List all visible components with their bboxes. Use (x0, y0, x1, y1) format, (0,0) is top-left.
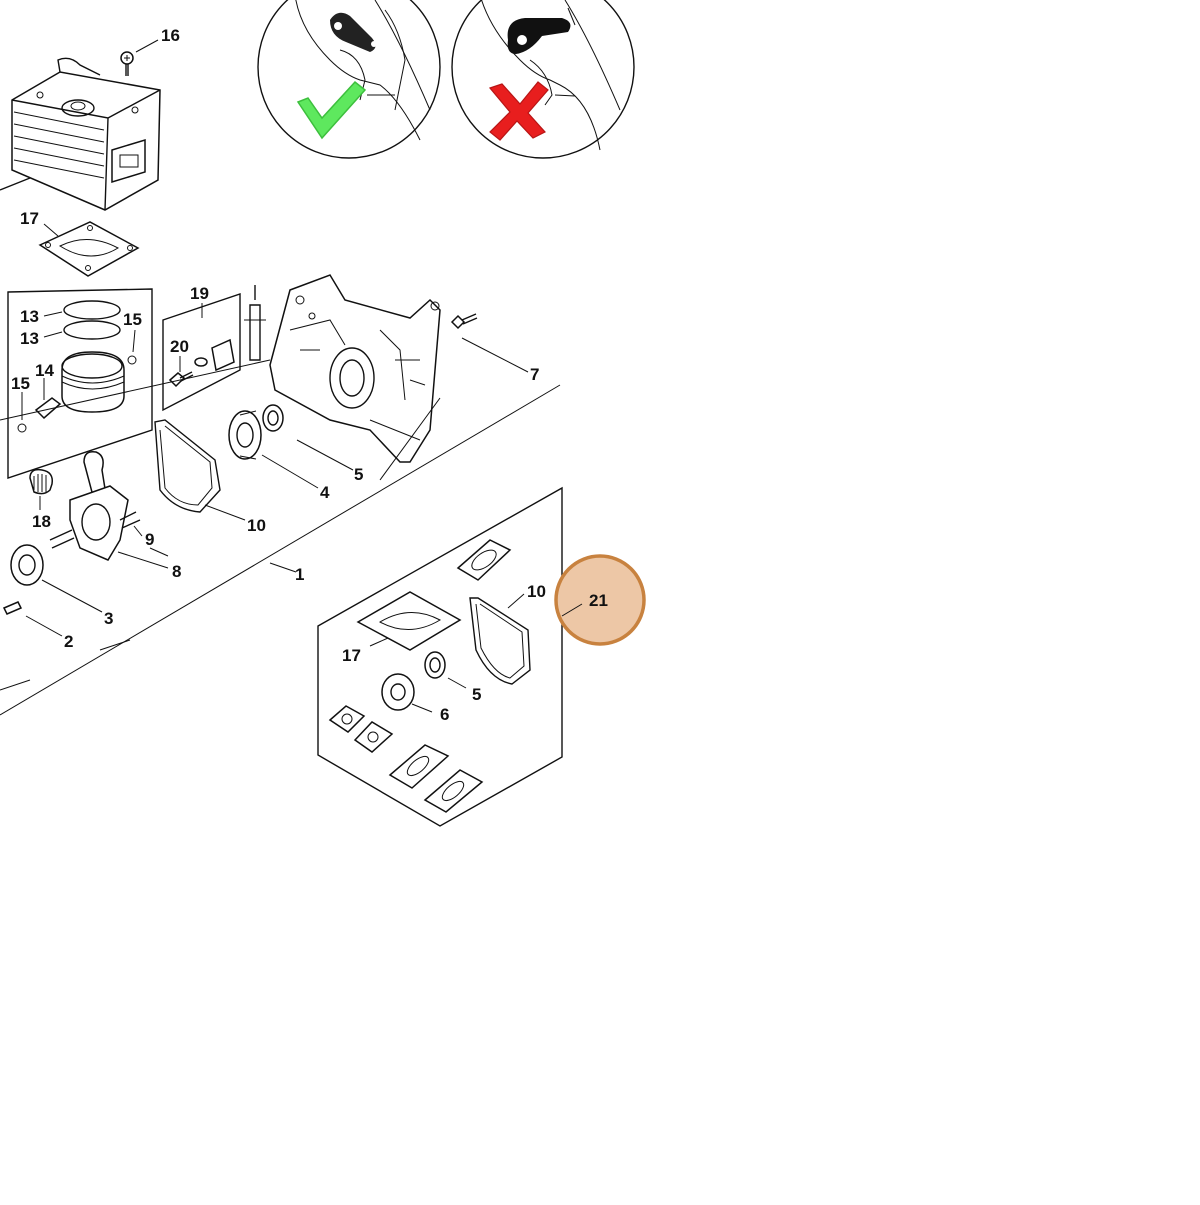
needle-bearing (29, 468, 54, 510)
ball-bearing-left (10, 544, 44, 586)
cylinder (0, 57, 161, 211)
part-label-1: 1 (295, 565, 304, 584)
piston-assembly-box (7, 288, 153, 479)
part-label-16: 16 (161, 26, 180, 45)
part-label-3: 3 (104, 609, 113, 628)
part-21-highlight-marker[interactable]: 21 (554, 554, 646, 646)
part-label-19: 19 (190, 284, 209, 303)
part-label-13: 13 (20, 329, 39, 348)
dowel-pin (2, 601, 63, 637)
ball-bearing (228, 410, 262, 460)
hint-incorrect-installation (451, 0, 635, 159)
cross-icon (488, 81, 549, 141)
part-label-5: 5 (472, 685, 481, 704)
part-label-4: 4 (320, 483, 330, 502)
crankcase-gasket (154, 419, 246, 521)
screw-16 (120, 39, 159, 76)
hint-correct-installation (257, 0, 441, 159)
part-label-15: 15 (123, 310, 142, 329)
part-label-17: 17 (20, 209, 39, 228)
oil-seal (262, 404, 284, 432)
fastener-box (162, 293, 241, 412)
gasket-set-box (317, 486, 563, 827)
lever-icon (507, 18, 571, 54)
part-label-5: 5 (354, 465, 363, 484)
part-label-17: 17 (342, 646, 361, 665)
part-label-20: 20 (170, 337, 189, 356)
part-label-21: 21 (589, 591, 608, 610)
cylinder-gasket (38, 221, 140, 277)
part-label-13: 13 (20, 307, 39, 326)
crankcase-half (244, 274, 441, 463)
part-label-14: 14 (35, 361, 54, 380)
part-label-8: 8 (172, 562, 181, 581)
part-label-10: 10 (527, 582, 546, 601)
lever-icon (330, 12, 376, 52)
part-label-6: 6 (440, 705, 449, 724)
crankshaft (49, 450, 141, 561)
part-label-15: 15 (11, 374, 30, 393)
part-label-7: 7 (530, 365, 539, 384)
screw-7 (450, 313, 529, 373)
part-label-9: 9 (145, 530, 154, 549)
part-label-2: 2 (64, 632, 73, 651)
part-label-18: 18 (32, 512, 51, 531)
part-label-10: 10 (247, 516, 266, 535)
checkmark-icon (296, 80, 367, 140)
